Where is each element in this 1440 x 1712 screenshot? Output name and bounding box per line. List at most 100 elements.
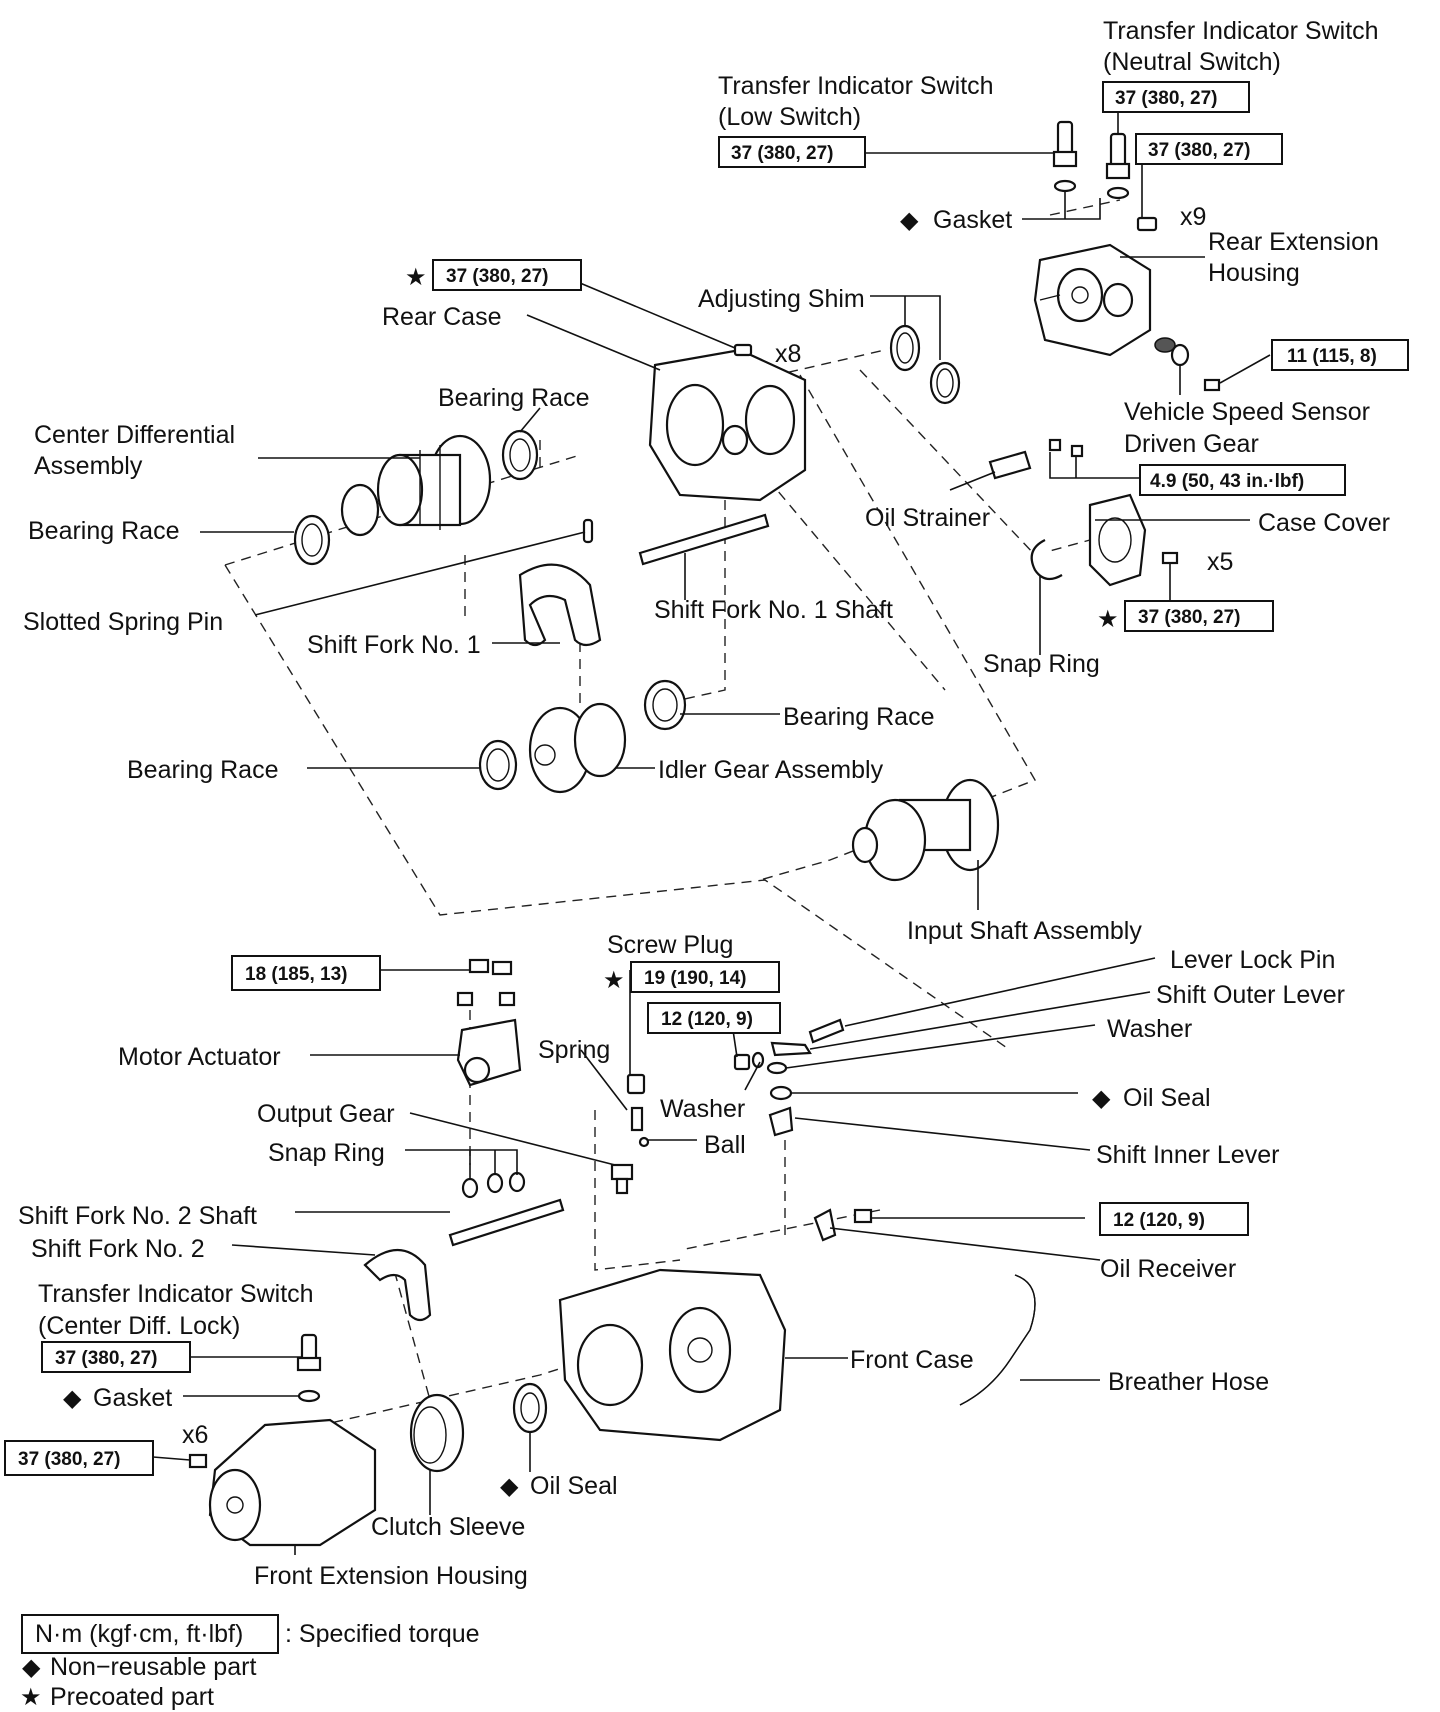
label-output-gear: Output Gear bbox=[257, 1100, 395, 1128]
front-extension-housing-icon bbox=[188, 1418, 377, 1547]
label-lever-lock-pin: Lever Lock Pin bbox=[1170, 946, 1335, 974]
center-lock-switch-icon bbox=[296, 1333, 322, 1403]
label-adjusting-shim: Adjusting Shim bbox=[698, 285, 865, 313]
torque-motor-actuator: 18 (185, 13) bbox=[245, 964, 347, 985]
speed-sensor-gear-icon bbox=[1154, 337, 1221, 392]
label-rear-extension-sub: Housing bbox=[1208, 259, 1300, 287]
legend-star-marker: ★ bbox=[20, 1683, 42, 1711]
label-bearing-race-1: Bearing Race bbox=[438, 384, 589, 412]
torque-neutral-switch: 37 (380, 27) bbox=[1115, 88, 1217, 109]
label-vss: Vehicle Speed Sensor bbox=[1124, 398, 1370, 426]
label-spring: Spring bbox=[538, 1036, 610, 1064]
label-ball: Ball bbox=[704, 1131, 746, 1159]
washer-icon bbox=[766, 1061, 788, 1075]
precoated-marker: ★ bbox=[405, 263, 427, 291]
label-front-extension: Front Extension Housing bbox=[254, 1562, 528, 1590]
label-case-cover: Case Cover bbox=[1258, 509, 1390, 537]
legend: N·m (kgf·cm, ft·lbf) : Specified torque … bbox=[20, 1614, 480, 1711]
label-bearing-race-2: Bearing Race bbox=[28, 517, 179, 545]
label-oil-seal-bottom: Oil Seal bbox=[530, 1472, 618, 1500]
rear-extension-bolt-icon bbox=[1136, 216, 1158, 232]
label-tis-neutral-sub: (Neutral Switch) bbox=[1103, 48, 1281, 76]
label-tis-center: Transfer Indicator Switch bbox=[38, 1280, 314, 1308]
clutch-sleeve-icon bbox=[409, 1393, 465, 1473]
label-bearing-race-3: Bearing Race bbox=[783, 703, 934, 731]
precoated-marker: ★ bbox=[603, 966, 625, 994]
torque-oil-receiver: 12 (120, 9) bbox=[1113, 1210, 1205, 1231]
label-shift-outer-lever: Shift Outer Lever bbox=[1156, 981, 1345, 1009]
label-front-case: Front Case bbox=[850, 1346, 974, 1374]
label-x6: x6 bbox=[182, 1421, 208, 1449]
torque-center-lock-switch: 37 (380, 27) bbox=[55, 1348, 157, 1369]
label-oil-seal-right: Oil Seal bbox=[1123, 1084, 1211, 1112]
label-shift-fork-1-shaft: Shift Fork No. 1 Shaft bbox=[654, 596, 893, 624]
shift-outer-lever-icon bbox=[733, 1041, 812, 1071]
snap-ring-icon bbox=[1030, 539, 1063, 581]
torque-front-extension: 37 (380, 27) bbox=[18, 1449, 120, 1470]
legend-torque-units: N·m (kgf·cm, ft·lbf) bbox=[35, 1620, 243, 1648]
label-shift-fork-2-shaft: Shift Fork No. 2 Shaft bbox=[18, 1202, 257, 1230]
label-washer-right: Washer bbox=[1107, 1015, 1192, 1043]
torque-oil-strainer: 4.9 (50, 43 in.·lbf) bbox=[1150, 471, 1304, 492]
snap-ring-set-icon bbox=[461, 1171, 526, 1199]
shift-fork-2-shaft-icon bbox=[448, 1198, 565, 1247]
oil-strainer-icon bbox=[988, 438, 1084, 480]
label-oil-strainer: Oil Strainer bbox=[865, 504, 990, 532]
label-gasket-bottom: Gasket bbox=[93, 1384, 172, 1412]
label-input-shaft: Input Shaft Assembly bbox=[907, 917, 1142, 945]
shift-fork-1-icon bbox=[518, 563, 602, 647]
label-tis-low-sub: (Low Switch) bbox=[718, 103, 861, 131]
label-shift-fork-1: Shift Fork No. 1 bbox=[307, 631, 481, 659]
shift-fork-2-icon bbox=[363, 1249, 432, 1322]
label-snap-ring-mid: Snap Ring bbox=[268, 1139, 385, 1167]
front-case-icon bbox=[558, 1268, 787, 1442]
label-center-differential: Center Differential bbox=[34, 421, 235, 449]
shift-inner-lever-icon bbox=[768, 1106, 794, 1137]
rear-extension-housing-icon bbox=[1033, 243, 1152, 357]
torque-lever: 12 (120, 9) bbox=[661, 1009, 753, 1030]
label-idler-gear: Idler Gear Assembly bbox=[658, 756, 884, 784]
torque-screw-plug: 19 (190, 14) bbox=[644, 968, 746, 989]
case-cover-icon bbox=[1088, 493, 1179, 587]
leader-lines bbox=[152, 113, 1271, 1555]
low-switch-icon bbox=[1052, 120, 1078, 193]
label-washer-mid: Washer bbox=[660, 1095, 745, 1123]
input-shaft-icon bbox=[851, 778, 1000, 882]
oil-seal-icon bbox=[769, 1085, 793, 1101]
legend-diamond-marker: ◆ bbox=[22, 1653, 41, 1681]
label-tis-low: Transfer Indicator Switch bbox=[718, 72, 994, 100]
torque-rear-case: 37 (380, 27) bbox=[446, 266, 548, 287]
label-x9: x9 bbox=[1180, 203, 1206, 231]
label-vss-sub: Driven Gear bbox=[1124, 430, 1259, 458]
bearing-race-icon bbox=[643, 679, 687, 731]
label-center-differential-sub: Assembly bbox=[34, 452, 143, 480]
label-x5: x5 bbox=[1207, 548, 1233, 576]
oil-seal-icon bbox=[512, 1382, 548, 1434]
legend-torque-desc: : Specified torque bbox=[285, 1620, 480, 1648]
legend-non-reusable: Non−reusable part bbox=[50, 1653, 256, 1681]
label-tis-neutral: Transfer Indicator Switch bbox=[1103, 17, 1379, 45]
center-differential-icon bbox=[340, 434, 492, 537]
label-breather-hose: Breather Hose bbox=[1108, 1368, 1269, 1396]
breather-hose-icon bbox=[959, 1274, 1036, 1406]
bearing-race-icon bbox=[501, 429, 539, 481]
label-screw-plug: Screw Plug bbox=[607, 931, 733, 959]
parts bbox=[188, 120, 1221, 1547]
label-oil-receiver: Oil Receiver bbox=[1100, 1255, 1236, 1283]
spring-pin-icon bbox=[582, 518, 594, 544]
torque-low-switch: 37 (380, 27) bbox=[731, 143, 833, 164]
bearing-race-icon bbox=[478, 739, 518, 791]
neutral-switch-icon bbox=[1105, 132, 1131, 200]
shift-fork-1-shaft-icon bbox=[638, 513, 770, 566]
output-gear-icon bbox=[610, 1163, 634, 1195]
non-reusable-marker: ◆ bbox=[63, 1384, 82, 1412]
label-rear-case: Rear Case bbox=[382, 303, 502, 331]
precoated-marker: ★ bbox=[1097, 605, 1119, 633]
rear-case-icon bbox=[648, 343, 807, 502]
label-snap-ring-top: Snap Ring bbox=[983, 650, 1100, 678]
label-bearing-race-4: Bearing Race bbox=[127, 756, 278, 784]
label-shift-fork-2: Shift Fork No. 2 bbox=[31, 1235, 205, 1263]
label-gasket-top: Gasket bbox=[933, 206, 1012, 234]
torque-rear-extension: 37 (380, 27) bbox=[1148, 140, 1250, 161]
